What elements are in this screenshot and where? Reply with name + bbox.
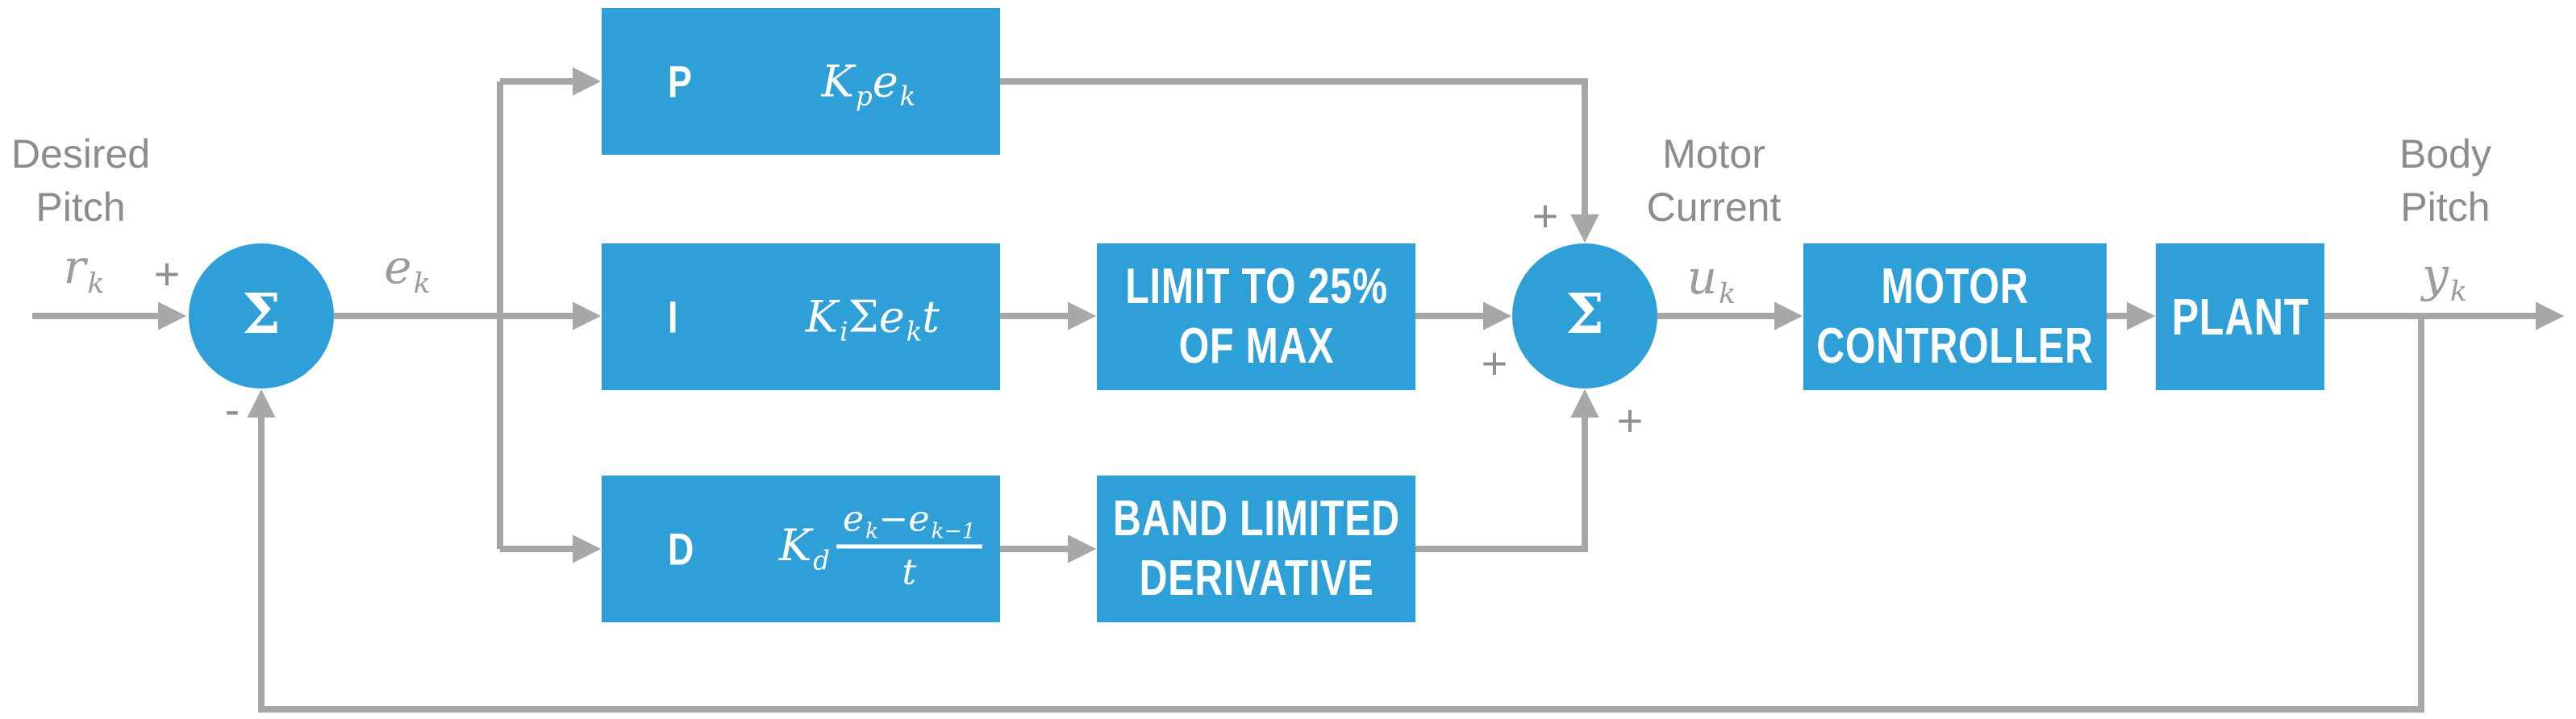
motor-controller-label: MOTOR CONTROLLER [1816,257,2094,376]
proportional-formula: Kpek [821,56,916,110]
proportional-block-letter: P [668,56,693,107]
motor-current-line1: Motor [1662,131,1765,177]
p-var-sub: k [899,81,916,112]
d-num-e2-sub: k−1 [931,518,976,544]
integral-formula: KiΣekt [805,291,940,346]
error-signal-label: ek [384,239,430,298]
sum2-junction: Σ [1512,243,1657,389]
d-coeff-sub: d [813,545,830,576]
i-coeff-sub: i [840,316,848,347]
motor-controller-line1: MOTOR [1881,259,2029,314]
motor-current-line2: Current [1646,185,1782,230]
motor-current-label: Motor Current [1647,127,1782,234]
d-fraction-numerator: ek−ek−1 [836,499,982,549]
sum2-plus-sign-bottom: + [1616,395,1644,446]
reference-signal-base: r [63,239,86,294]
d-num-e1: e [842,498,865,540]
limit-block: LIMIT TO 25% OF MAX [1097,243,1415,390]
i-t: t [922,291,940,343]
sum1-junction: Σ [189,243,334,389]
i-var-sub: k [906,316,923,347]
i-var: e [878,291,905,343]
band-block-label: BAND LIMITED DERIVATIVE [1113,489,1400,609]
d-num-minus: − [878,498,909,540]
sum1-minus-sign: - [224,384,240,434]
error-signal-base: e [384,239,412,294]
p-coeff: K [821,56,854,107]
plant-label: PLANT [2171,288,2309,346]
control-signal-base: u [1686,250,1718,305]
wire-band-to-sum2 [1415,389,1599,552]
i-sigma: Σ [848,291,879,343]
desired-pitch-line2: Pitch [35,185,126,230]
sum2-sigma-symbol: Σ [1565,282,1605,347]
proportional-block: P Kpek [602,8,1000,155]
control-signal-label: uk [1686,250,1736,309]
error-signal-sub: k [413,268,431,301]
wire-proportional-to-sum2 [1000,78,1599,243]
i-coeff: K [805,291,839,343]
reference-signal-label: rk [63,239,105,298]
sum2-plus-sign-top: + [1532,190,1559,241]
control-signal-sub: k [1719,278,1736,311]
reference-signal-sub: k [87,268,105,301]
limit-line1: LIMIT TO 25% [1124,259,1388,314]
sum1-sigma-symbol: Σ [241,282,281,347]
desired-pitch-label: Desired Pitch [11,127,150,234]
d-num-e1-sub: k [865,518,879,544]
sum2-plus-sign-left: + [1481,338,1508,389]
motor-controller-block: MOTOR CONTROLLER [1803,243,2107,390]
plant-block: PLANT [2156,243,2324,390]
p-var: e [872,56,898,107]
d-coeff: K [778,520,812,571]
body-pitch-label: Body Pitch [2399,127,2491,234]
body-pitch-line1: Body [2399,131,2491,177]
wire-feedback [247,316,2424,713]
d-num-e2: e [908,498,930,540]
limit-line2: OF MAX [1178,318,1334,374]
band-line2: DERIVATIVE [1139,551,1373,606]
integral-block-letter: I [668,291,679,343]
output-signal-label: yk [2422,247,2467,306]
band-limited-derivative-block: BAND LIMITED DERIVATIVE [1097,476,1415,622]
output-signal-sub: k [2449,276,2467,309]
p-coeff-sub: p [855,81,873,112]
d-fraction-denominator: t [902,551,917,593]
band-line1: BAND LIMITED [1112,491,1400,547]
integral-block: I KiΣekt [602,243,1000,390]
body-pitch-line2: Pitch [2400,185,2491,230]
derivative-block-letter: D [668,523,695,575]
output-signal-base: y [2422,247,2449,302]
motor-controller-line2: CONTROLLER [1816,318,2094,374]
sum1-plus-sign: + [153,248,181,299]
desired-pitch-line1: Desired [10,131,151,177]
limit-block-label: LIMIT TO 25% OF MAX [1125,257,1388,376]
